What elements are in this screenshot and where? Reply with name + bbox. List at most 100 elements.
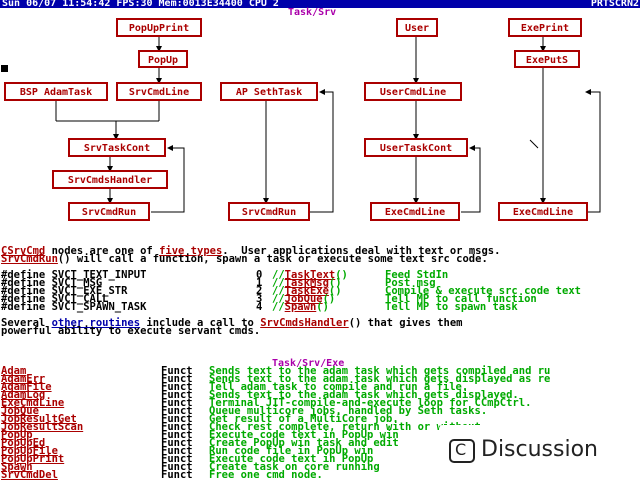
define-link[interactable]: TaskText xyxy=(284,269,336,281)
define-value: 2 xyxy=(256,285,263,297)
function-description: Execute code text in PopUp xyxy=(209,453,374,465)
svg-text:SrvCmdLine: SrvCmdLine xyxy=(129,86,189,98)
box-srvcmdrun-2[interactable]: SrvCmdRun xyxy=(228,202,310,221)
box-execmdline-2[interactable]: ExeCmdLine xyxy=(498,202,588,221)
define-keyword: #define xyxy=(1,277,46,289)
svg-text:UserCmdLine: UserCmdLine xyxy=(380,86,446,98)
diagram-title: Task/Srv xyxy=(288,7,337,18)
define-parens: () xyxy=(316,301,329,313)
define-value: 4 xyxy=(256,301,263,313)
link-five-types[interactable]: five types xyxy=(159,245,223,257)
link-srvcmdshandler[interactable]: SrvCmdsHandler xyxy=(260,317,349,329)
explain-line-1: CSrvCmd nodes are one of five types. Use… xyxy=(1,245,501,257)
function-link[interactable]: AdamFile xyxy=(1,381,52,393)
function-link[interactable]: Spawn xyxy=(1,461,33,473)
define-name: SVCT_EXE_STR xyxy=(45,285,128,297)
define-link[interactable]: TaskMsg xyxy=(284,277,329,289)
box-srvcmdrun-1[interactable]: SrvCmdRun xyxy=(68,202,150,221)
svg-text:BSP AdamTask: BSP AdamTask xyxy=(20,87,92,98)
function-link[interactable]: ExeCmdLine xyxy=(1,397,65,409)
function-link[interactable]: AdamErr xyxy=(1,373,46,385)
link-csrvcmd[interactable]: CSrvCmd xyxy=(1,245,46,257)
function-link[interactable]: Adam xyxy=(1,365,27,377)
explain-line-2: SrvCmdRun() will call a function, spawn … xyxy=(1,253,488,265)
function-link[interactable]: PopUpPrint xyxy=(1,453,65,465)
function-description: Terminal JIT-compile-and-execute loop fo… xyxy=(209,397,532,409)
define-comment: //TaskMsg() xyxy=(272,277,342,289)
function-description: Run code file in PopUp win xyxy=(209,445,374,457)
box-popup[interactable]: PopUp xyxy=(138,50,188,68)
define-name: SVCT_TEXT_INPUT xyxy=(45,269,147,281)
link-other-routines[interactable]: other routines xyxy=(51,317,141,329)
define-row: #define SVCT_SPAWN_TASK xyxy=(1,301,147,313)
comment-slashes: // xyxy=(272,293,285,305)
svg-text:PopUp: PopUp xyxy=(148,55,178,66)
define-link[interactable]: Spawn xyxy=(284,301,317,313)
box-exeprint[interactable]: ExePrint xyxy=(508,18,582,37)
function-kind: Funct xyxy=(161,461,193,473)
link-srvcmdrun[interactable]: SrvCmdRun xyxy=(1,253,58,265)
define-keyword: #define xyxy=(1,285,46,297)
function-link[interactable]: PopUpEd xyxy=(1,437,46,449)
define-value: 0 xyxy=(256,269,263,281)
define-name: SVCT_SPAWN_TASK xyxy=(45,301,147,313)
function-link[interactable]: JobResultScan xyxy=(1,421,84,433)
define-keyword: #define xyxy=(1,293,46,305)
box-ap-sethtask[interactable]: AP SethTask xyxy=(220,82,318,101)
box-srvtaskcont[interactable]: SrvTaskCont xyxy=(68,138,166,157)
define-link[interactable]: JobQue xyxy=(284,293,323,305)
status-text: Sun 06/07 11:54:42 FPS:30 Mem:0013E34400… xyxy=(2,0,279,9)
define-description: Post msg xyxy=(385,277,436,289)
define-description: Tell MP to call function xyxy=(385,293,537,305)
svg-text:UserTaskCont: UserTaskCont xyxy=(380,143,452,154)
box-usercmdline[interactable]: UserCmdLine xyxy=(364,82,462,101)
function-link[interactable]: PopUp xyxy=(1,429,33,441)
function-link[interactable]: PopUpFile xyxy=(1,445,58,457)
function-kind: Funct xyxy=(161,405,193,417)
svg-text:ExePrint: ExePrint xyxy=(521,22,569,34)
define-description: Tell MP to spawn task xyxy=(385,301,518,313)
define-parens: () xyxy=(335,269,348,281)
box-user[interactable]: User xyxy=(396,18,438,37)
define-row: #define SVCT_EXE_STR xyxy=(1,285,128,297)
define-row: #define SVCT_TEXT_INPUT xyxy=(1,269,147,281)
define-comment: //TaskText() xyxy=(272,269,348,281)
discussion-icon: C xyxy=(449,439,475,463)
box-bsp-adamtask[interactable]: BSP AdamTask xyxy=(4,82,108,101)
define-link[interactable]: TaskExe xyxy=(284,285,329,297)
function-kind: Funct xyxy=(161,469,193,481)
function-link[interactable]: SrvCmdDel xyxy=(1,469,58,481)
box-srvcmdline[interactable]: SrvCmdLine xyxy=(116,82,202,101)
discussion-button[interactable]: C Discussion xyxy=(439,425,639,481)
comment-slashes: // xyxy=(272,301,285,313)
box-execmdline-1[interactable]: ExeCmdLine xyxy=(370,202,460,221)
text-cursor xyxy=(1,65,8,72)
function-kind: Funct xyxy=(161,365,193,377)
function-kind: Funct xyxy=(161,397,193,409)
function-link[interactable]: AdamLog xyxy=(1,389,46,401)
svg-text:PopUpPrint: PopUpPrint xyxy=(129,22,189,34)
define-row: #define SVCT_MSG xyxy=(1,277,102,289)
box-exeputs[interactable]: ExePutS xyxy=(514,50,580,68)
define-keyword: #define xyxy=(1,301,46,313)
function-link[interactable]: JobResultGet xyxy=(1,413,77,425)
define-comment: //TaskExe() xyxy=(272,285,342,297)
function-link[interactable]: JobQue xyxy=(1,405,39,417)
svg-text:ExeCmdLine: ExeCmdLine xyxy=(513,206,573,218)
function-kind: Funct xyxy=(161,413,193,425)
box-popupprint[interactable]: PopUpPrint xyxy=(116,18,202,37)
box-usertaskcont[interactable]: UserTaskCont xyxy=(364,138,468,157)
box-srvcmdshandler[interactable]: SrvCmdsHandler xyxy=(52,170,168,189)
define-comment: //JobQue() xyxy=(272,293,335,305)
svg-text:ExePutS: ExePutS xyxy=(526,55,568,66)
define-comment: //Spawn() xyxy=(272,301,329,313)
task-srv-diagram: PopUpPrint PopUp BSP AdamTask SrvCmdLine… xyxy=(4,18,601,221)
svg-text:SrvTaskCont: SrvTaskCont xyxy=(84,143,150,154)
function-description: Sends text to the adam task which gets c… xyxy=(209,365,551,377)
function-row: ExeCmdLine Funct Terminal JIT-compile-and-… xyxy=(0,397,640,409)
